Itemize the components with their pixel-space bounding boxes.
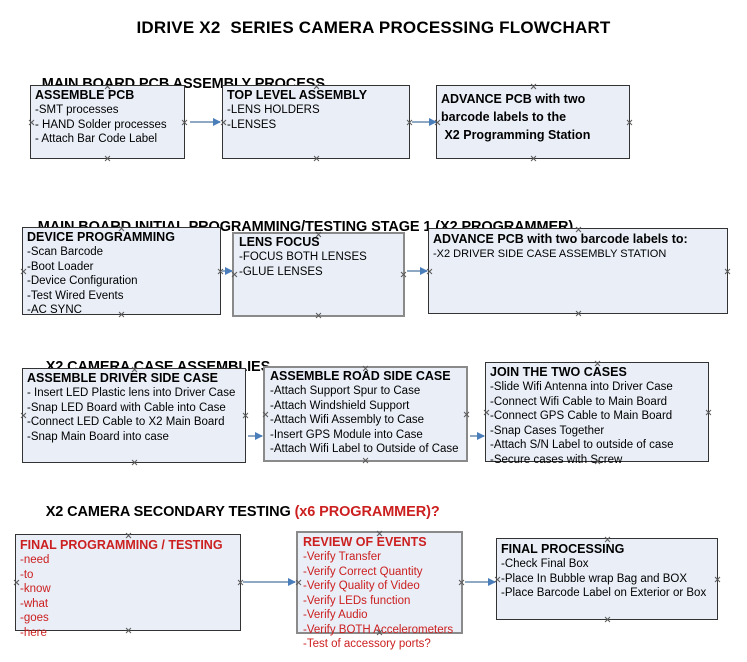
node-line: -Insert GPS Module into Case [270,428,423,441]
connector-driver-side-to-road-side[interactable] [248,431,263,440]
node-line: -here [20,626,47,639]
node-line: -Snap Main Board into case [27,430,169,443]
node-title: FINAL PROGRAMMING / TESTING [20,538,223,552]
node-advance-pcb-to-driver-side-case-station[interactable]: ADVANCE PCB with two barcode labels to: … [428,228,728,314]
node-device-programming[interactable]: DEVICE PROGRAMMING -Scan Barcode -Boot L… [20,227,221,316]
node-title: ASSEMBLE DRIVER SIDE CASE [27,371,219,385]
node-line: -Connect Wifi Cable to Main Board [490,395,668,408]
resize-handle-bottom[interactable] [530,155,537,162]
node-line: -Verify Audio [303,609,368,621]
node-line: -Attach Wifi Assembly to Case [270,414,425,426]
connector-lens-focus-to-advance-pcb-driver-side[interactable] [407,266,428,275]
node-line: -know [20,583,51,595]
node-line: -LENS HOLDERS [227,104,320,116]
node-assemble-road-side-case[interactable]: ASSEMBLE ROAD SIDE CASE -Attach Support … [263,366,468,462]
node-line: -AC SYNC [27,304,82,316]
node-title: FINAL PROCESSING [501,542,625,556]
node-line: -Secure cases with Screw [490,453,623,466]
node-assemble-pcb[interactable]: ASSEMBLE PCB -SMT processes - HAND Solde… [30,85,185,159]
node-line: -goes [20,612,49,624]
resize-handle-bottom[interactable] [131,459,138,466]
resize-handle-bottom[interactable] [575,310,582,317]
node-line: -GLUE LENSES [239,265,323,278]
node-line: -X2 DRIVER SIDE CASE ASSEMBLY STATION [433,248,667,260]
node-title: ASSEMBLE PCB [35,88,135,102]
node-line: -Place In Bubble wrap Bag and BOX [501,572,688,585]
page-title: IDRIVE X2 SERIES CAMERA PROCESSING FLOWC… [136,18,611,37]
resize-handle-left[interactable] [13,579,20,586]
node-title: REVIEW OF EVENTS [303,535,427,549]
node-line: -FOCUS BOTH LENSES [239,251,367,263]
resize-handle-left[interactable] [483,409,490,416]
node-line: -Verify Transfer [303,551,381,563]
resize-handle-top[interactable] [530,83,537,90]
node-line: -Snap Cases Together [490,424,605,437]
resize-handle-left[interactable] [20,412,27,419]
section-heading-x2-camera-secondary-testing: X2 CAMERA SECONDARY TESTING (x6 PROGRAMM… [30,488,440,536]
resize-handle-right[interactable] [724,268,731,275]
node-line: -Attach Wifi Label to Outside of Case [270,443,459,455]
node-title: ADVANCE PCB with two barcode labels to t… [441,92,591,142]
node-title: DEVICE PROGRAMMING [27,230,175,244]
connector-top-level-assembly-to-advance-pcb[interactable] [412,117,437,126]
node-line: -Verify Quality of Video [303,580,420,592]
node-title: LENS FOCUS [239,235,320,249]
node-line: - Attach Bar Code Label [35,133,158,145]
section-heading-red-text: (x6 PROGRAMMER)? [294,504,440,520]
node-line: -Device Configuration [27,275,138,287]
resize-handle-left[interactable] [295,579,302,586]
node-line: -Place Barcode Label on Exterior or Box [501,587,707,599]
connector-road-side-to-join-cases[interactable] [470,431,485,440]
node-title: JOIN THE TWO CASES [490,365,627,379]
node-title: ADVANCE PCB with two barcode labels to: [433,232,688,246]
node-final-programming-testing[interactable]: FINAL PROGRAMMING / TESTING -need -to -k… [13,534,241,639]
resize-handle-bottom[interactable] [313,155,320,162]
node-title: TOP LEVEL ASSEMBLY [227,88,368,102]
node-line: - Insert LED Plastic lens into Driver Ca… [27,387,236,399]
resize-handle-bottom[interactable] [362,457,369,464]
node-title: ASSEMBLE ROAD SIDE CASE [270,369,451,383]
node-line: -LENSES [227,118,277,131]
node-line: -Boot Loader [27,260,94,273]
node-line: -Attach Windshield Support [270,399,410,412]
node-line: -Verify BOTH Accelerometers [303,623,454,636]
node-line: -Connect GPS Cable to Main Board [490,410,673,422]
node-line: -Attach Support Spur to Case [270,385,421,397]
node-line: -Verify Correct Quantity [303,565,423,578]
node-line: -SMT processes [35,104,119,116]
resize-handle-bottom[interactable] [315,312,322,319]
resize-handle-bottom[interactable] [104,155,111,162]
node-line: -Connect LED Cable to X2 Main Board [27,416,225,428]
node-top-level-assembly[interactable]: TOP LEVEL ASSEMBLY -LENS HOLDERS -LENSES [222,85,410,159]
node-advance-pcb-to-x2-programming-station[interactable]: ADVANCE PCB with two barcode labels to t… [436,85,630,159]
node-line: -Scan Barcode [27,246,104,258]
node-final-processing[interactable]: FINAL PROCESSING -Check Final Box -Place… [496,538,718,620]
node-line: -need [20,554,50,566]
node-line: -Attach S/N Label to outside of case [490,439,674,451]
connector-review-of-events-to-final-processing[interactable] [465,577,496,586]
resize-handle-left[interactable] [262,411,269,418]
resize-handle-left[interactable] [20,268,27,275]
node-line: - HAND Solder processes [35,118,167,131]
node-review-of-events[interactable]: REVIEW OF EVENTS -Verify Transfer -Verif… [295,531,463,650]
resize-handle-left[interactable] [231,271,238,278]
node-join-the-two-cases[interactable]: JOIN THE TWO CASES -Slide Wifi Antenna i… [483,362,709,466]
connector-device-programming-to-lens-focus[interactable] [222,266,233,275]
connector-final-programming-to-review-of-events[interactable] [243,577,296,586]
node-line: -Slide Wifi Antenna into Driver Case [490,381,673,393]
node-assemble-driver-side-case[interactable]: ASSEMBLE DRIVER SIDE CASE - Insert LED P… [22,368,246,463]
node-line: -Test of accessory ports? [303,638,431,650]
node-line: -Verify LEDs function [303,594,411,607]
node-line: -what [20,597,49,610]
node-lens-focus[interactable]: LENS FOCUS -FOCUS BOTH LENSES -GLUE LENS… [232,232,405,317]
connector-assemble-pcb-to-top-level-assembly[interactable] [190,117,221,126]
resize-handle-left[interactable] [28,119,35,126]
node-line: -Check Final Box [501,558,589,570]
section-heading-text: X2 CAMERA SECONDARY TESTING [45,504,295,520]
node-line: -Snap LED Board with Cable into Case [27,401,226,414]
node-line: -Test Wired Events [27,289,124,302]
resize-handle-bottom[interactable] [604,616,611,623]
node-line: -to [20,568,34,581]
